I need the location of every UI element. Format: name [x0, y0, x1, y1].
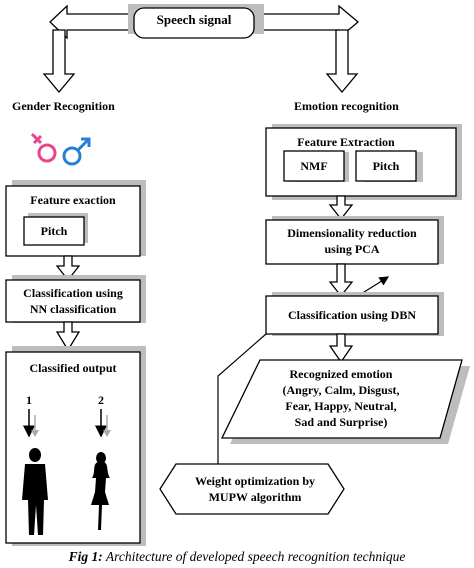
gender-recognition-title: Gender Recognition	[12, 99, 115, 113]
caption-text: Architecture of developed speech recogni…	[102, 549, 406, 564]
arrow-label-1: 1	[26, 393, 32, 407]
right-down-arrow	[325, 29, 359, 94]
recognized-emotion-line3: Fear, Happy, Neutral,	[285, 399, 396, 413]
speech-signal-label: Speech signal	[157, 12, 232, 27]
dbn-box	[265, 295, 439, 335]
emotion-recognition-title: Emotion recognition	[294, 99, 399, 113]
feature-exaction-title: Feature exaction	[30, 193, 116, 207]
speech-signal-box	[133, 7, 255, 39]
classified-output-title: Classified output	[29, 361, 116, 375]
weight-optimization-shape	[159, 463, 345, 515]
caption-label: Fig 1:	[68, 549, 103, 564]
weight-optimization-line2: MUPW algorithm	[209, 490, 302, 504]
nn-classification-box	[5, 279, 141, 323]
recognized-emotion-line4: Sad and Surprise)	[295, 415, 388, 429]
recognized-emotion-line1: Recognized emotion	[290, 367, 393, 381]
arrow-label-2: 2	[98, 393, 104, 407]
recognized-emotion-shape	[220, 359, 463, 439]
nmf-box	[283, 150, 345, 182]
feature-extraction-title: Feature Extraction	[297, 135, 395, 149]
nmf-label: NMF	[300, 159, 327, 173]
pca-box	[265, 219, 439, 265]
dbn-label: Classification using DBN	[288, 308, 416, 322]
right-pitch-box	[355, 150, 417, 182]
right-pitch-label: Pitch	[373, 159, 400, 173]
nn-classification-line1: Classification using	[23, 286, 123, 300]
weight-optimization-line1: Weight optimization by	[195, 474, 315, 488]
left-pitch-box	[23, 216, 85, 246]
pca-line1: Dimensionality reduction	[287, 226, 417, 240]
gender-symbols-icon	[30, 132, 91, 166]
nn-classification-line2: NN classification	[30, 302, 117, 316]
figure-caption: Fig 1: Architecture of developed speech …	[0, 549, 474, 565]
recognized-emotion-line2: (Angry, Calm, Disgust,	[282, 383, 399, 397]
pca-line2: using PCA	[324, 242, 379, 256]
classified-output-box	[5, 351, 141, 544]
left-down-arrow	[42, 29, 76, 94]
left-pitch-label: Pitch	[41, 224, 68, 238]
male-silhouette-icon	[22, 448, 48, 535]
female-silhouette-icon	[91, 452, 110, 530]
